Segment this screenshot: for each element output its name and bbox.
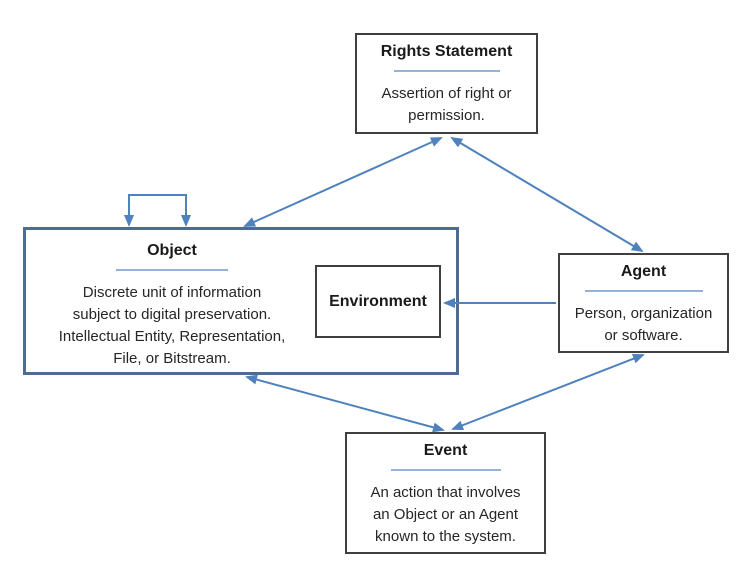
object-description: Discrete unit of information subject to … [58,284,286,367]
object-title: Object [147,242,197,259]
agent-title: Agent [620,263,667,280]
environment-box: Environment [315,265,441,338]
edge-object-event [245,374,445,433]
edge-rights-agent [450,136,644,253]
rights-statement-description: Assertion of right or permission. [381,85,512,124]
object-content: Object Discrete unit of information subj… [28,234,316,370]
object-box: Object Discrete unit of information subj… [23,227,459,375]
agent-box: Agent Person, organization or software. [558,253,729,353]
event-description: An action that involves an Object or an … [370,484,521,545]
title-underline [584,290,703,292]
event-title: Event [423,442,468,459]
edge-object-rights [243,137,443,227]
event-box: Event An action that involves an Object … [345,432,546,554]
title-underline [393,70,500,72]
title-underline [390,469,501,471]
rights-statement-title: Rights Statement [380,43,513,60]
title-underline [116,269,228,271]
edge-agent-event [451,353,645,431]
edge-object-self-loop [124,194,191,227]
agent-description: Person, organization or software. [574,305,713,344]
rights-statement-box: Rights Statement Assertion of right or p… [355,33,538,134]
environment-title: Environment [329,292,427,310]
